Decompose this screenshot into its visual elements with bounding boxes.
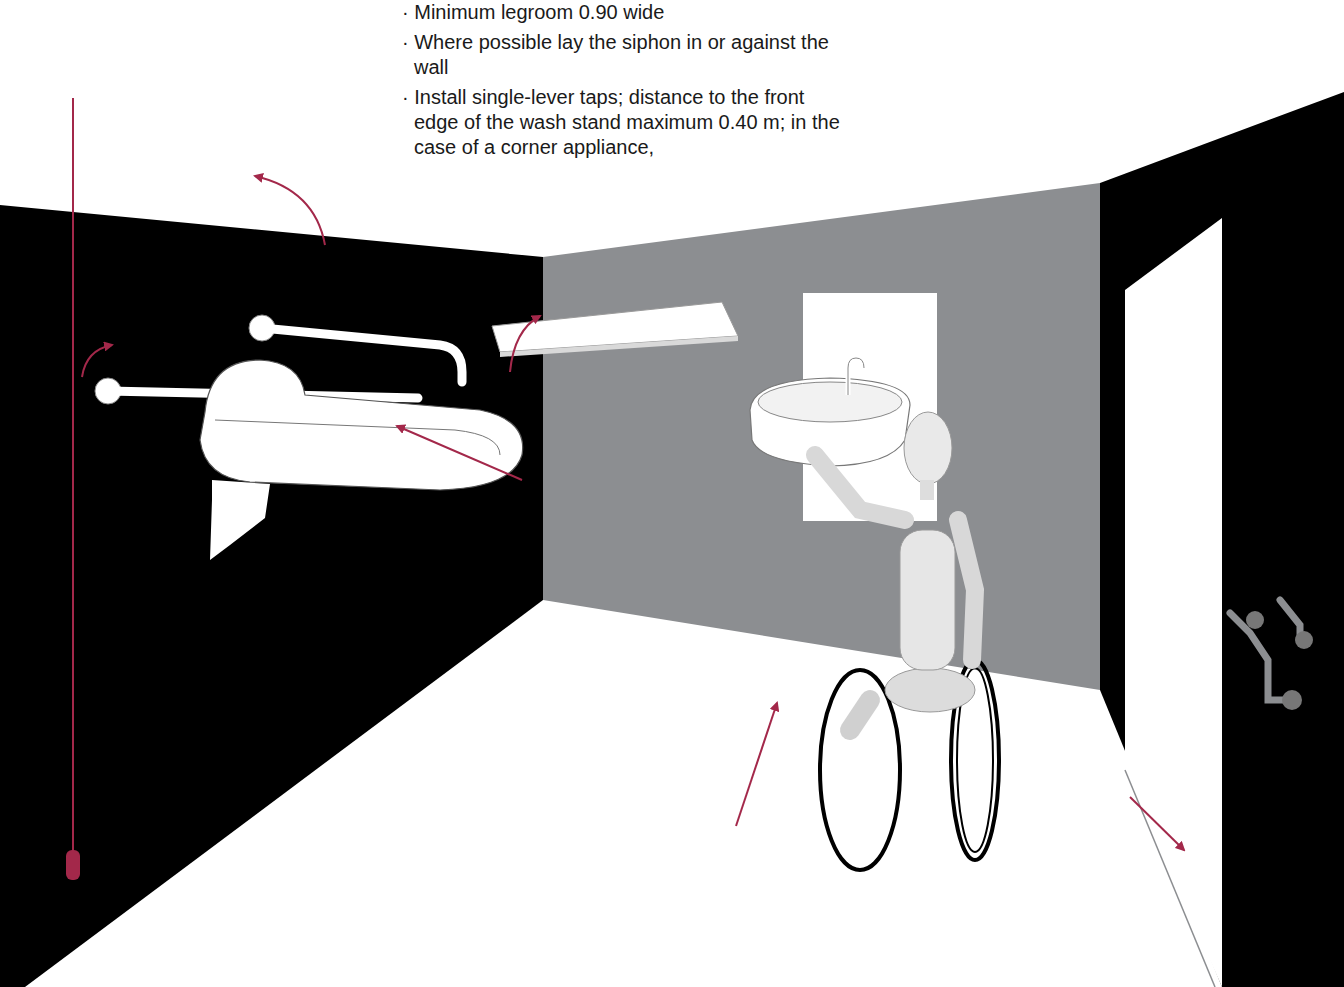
basin-bowl [758, 382, 902, 422]
mannequin-head [904, 412, 952, 484]
wheelchair-user [815, 412, 999, 870]
tap-outline [848, 358, 864, 395]
right-wall [1100, 92, 1344, 987]
shelf-edge [500, 336, 738, 357]
approach-arrow [397, 426, 522, 480]
approach-arrow [736, 703, 777, 826]
grab-bar-mount [1295, 631, 1313, 649]
mannequin-arm [958, 520, 975, 660]
pull-cord-handle [66, 850, 80, 880]
mannequin-arm [815, 455, 905, 520]
fold-up-arrow [255, 176, 325, 245]
notes-block: · Minimum legroom 0.90 wide · Where possi… [402, 0, 842, 165]
fold-up-arrow [510, 316, 540, 372]
door-arrow [1130, 797, 1184, 850]
door-grab-bar [1230, 613, 1290, 700]
mannequin-neck [920, 480, 934, 500]
wall-hung-toilet [200, 360, 523, 490]
door-grab-bar [1280, 600, 1300, 640]
alarm-pull-cord [72, 98, 74, 852]
door-swing-line [1125, 770, 1215, 987]
grab-bar-mount [1246, 611, 1264, 629]
note-text: · Install single-lever taps; distance to… [402, 85, 842, 160]
toilet-base [210, 480, 270, 560]
mannequin-thighs [885, 668, 975, 712]
note-text: · Minimum legroom 0.90 wide [402, 0, 842, 25]
washbasin [750, 378, 910, 466]
toilet-seat [215, 420, 500, 455]
door-opening [1125, 218, 1222, 987]
fold-up-arrow [82, 345, 112, 377]
mannequin-torso [900, 530, 955, 670]
back-wall [543, 183, 1100, 690]
wheel [820, 670, 900, 870]
single-lever-tap [848, 358, 864, 395]
note-text: · Where possible lay the siphon in or ag… [402, 30, 842, 80]
mannequin-leg [850, 700, 870, 730]
grab-bar-mount [1282, 690, 1302, 710]
left-wall [0, 205, 543, 987]
